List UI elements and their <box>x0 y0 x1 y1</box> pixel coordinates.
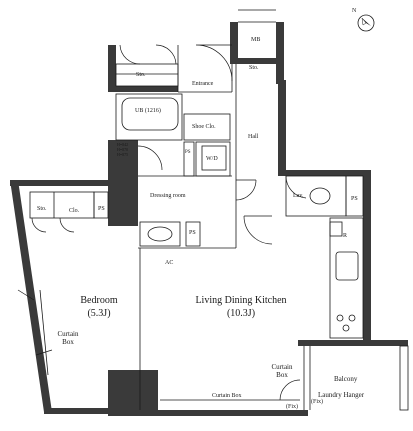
door-entrance <box>195 44 233 82</box>
label-fix-2: (Fix) <box>311 399 323 405</box>
door-bedroom-clo <box>31 217 75 233</box>
ldk-size: (10.3J) <box>226 308 256 319</box>
curtain-box-right-label: Curtain Box <box>266 363 298 379</box>
label-sto-right: Sto. <box>249 65 259 71</box>
unit-bath-outline <box>115 93 183 141</box>
label-unit-bath: UB (1216) <box>135 108 161 114</box>
door-mb <box>238 9 276 23</box>
door-bedroom-window-1 <box>17 289 53 356</box>
label-sto-bedroom: Sto. <box>37 206 47 212</box>
label-dressing-room: Dressing room <box>150 193 186 199</box>
wall-hall-corner <box>278 170 368 176</box>
wall-top-horizontal <box>108 86 178 92</box>
door-lav <box>285 175 307 199</box>
north-arrow-icon: N <box>352 8 380 36</box>
label-fix-1: (Fix) <box>286 404 298 410</box>
bedroom-name: Bedroom <box>80 295 118 306</box>
label-ps-kitchen: PS <box>351 196 358 202</box>
label-shoe-closet: Shoe Clo. <box>192 124 216 130</box>
curtain-box-left-line1: Curtain <box>57 330 79 338</box>
wall-hall-right <box>278 80 286 176</box>
label-ub-dim-3: H=875 <box>117 152 129 157</box>
label-clo: Clo. <box>69 208 80 214</box>
label-ps-bedroom: PS <box>98 206 105 212</box>
wall-bedroom-top <box>10 180 114 186</box>
curtain-box-left-line2: Box <box>62 338 74 346</box>
label-mb: MB <box>251 37 261 43</box>
label-ac: AC <box>165 260 174 266</box>
wall-dressing-left-2 <box>108 176 138 226</box>
wall-balcony-top <box>298 340 408 346</box>
label-curtain-box-bottom: Curtain Box <box>212 393 242 399</box>
label-entrance: Entrance <box>192 81 214 87</box>
interior-lines <box>29 45 409 411</box>
door-dressing <box>235 179 257 201</box>
door-balcony <box>279 379 301 401</box>
label-hall: Hall <box>248 134 259 140</box>
ldk-name: Living Dining Kitchen <box>195 295 287 306</box>
wall-top-sto <box>108 45 116 91</box>
vanity <box>139 221 181 247</box>
column-bottom <box>108 370 158 416</box>
label-ub-dim-2: H=870 <box>117 147 129 152</box>
wall-right <box>363 170 371 344</box>
label-balcony: Balcony <box>334 375 358 383</box>
door-bath <box>137 145 163 171</box>
door-top-sto <box>119 44 177 65</box>
wall-dressing-left <box>108 140 138 180</box>
walls <box>10 22 408 416</box>
wall-mb-right <box>276 22 284 84</box>
bedroom-storage <box>29 191 95 219</box>
wall-bottom <box>158 410 308 416</box>
label-laundry-hanger: Laundry Hanger <box>318 391 365 399</box>
kitchen-counter <box>329 217 364 339</box>
wall-mb-left <box>230 22 238 64</box>
bathtub <box>121 97 179 131</box>
label-lav: Lav. <box>293 193 304 199</box>
curtain-box-left-label: Curtain Box <box>50 330 86 346</box>
label-sto-top: Sto. <box>136 72 146 78</box>
sto-top-box <box>115 63 179 87</box>
wall-bedroom-left <box>10 180 52 412</box>
label-ps-dressing: PS <box>189 230 196 236</box>
wall-mb-bottom <box>230 58 284 64</box>
shoe-closet <box>183 113 231 141</box>
door-hall <box>243 215 273 245</box>
bedroom-label: Bedroom (5.3J) <box>72 296 126 319</box>
label-r: R <box>343 233 348 239</box>
wall-bedroom-bottom <box>44 408 110 414</box>
label-ps-wd: PS <box>185 150 191 155</box>
curtain-box-right-line2: Box <box>276 371 288 379</box>
label-ub-dim-1: H=842 <box>117 142 129 147</box>
label-wd: W/D <box>206 156 218 162</box>
doors <box>17 9 307 401</box>
north-label: N <box>352 8 357 14</box>
bedroom-size: (5.3J) <box>87 308 111 319</box>
curtain-box-right-line1: Curtain <box>271 363 293 371</box>
ldk-label: Living Dining Kitchen (10.3J) <box>186 296 296 319</box>
